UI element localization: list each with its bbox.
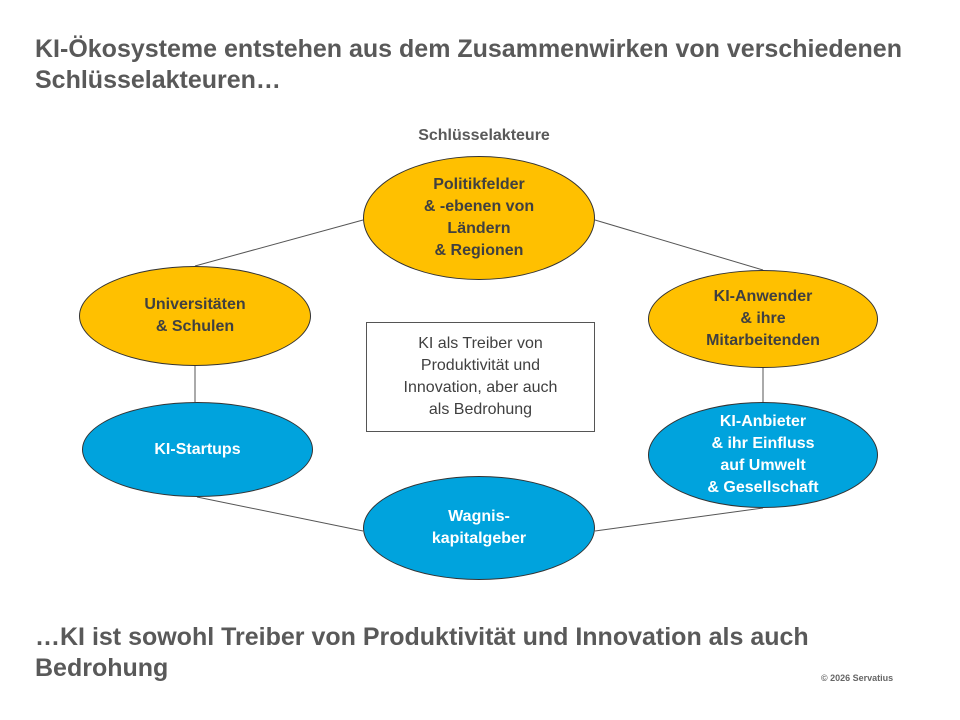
connector-startups-wagnis	[196, 496, 364, 532]
connector-wagnis-anbieter	[594, 507, 764, 532]
actor-startups: KI-Startups	[82, 402, 313, 497]
copyright: © 2026 Servatius	[821, 673, 894, 683]
actor-politik: Politikfelder & -ebenen von Ländern & Re…	[363, 156, 595, 280]
actor-wagnis: Wagnis- kapitalgeber	[363, 476, 595, 580]
actor-universitaeten: Universitäten & Schulen	[79, 266, 311, 366]
diagram-label: Schlüsselakteure	[418, 127, 550, 144]
slide-title: KI-Ökosysteme entstehen aus dem Zusammen…	[35, 35, 902, 94]
actor-anbieter: KI-Anbieter & ihr Einfluss auf Umwelt & …	[648, 402, 878, 508]
center-box: KI als Treiber von Produktivität und Inn…	[366, 322, 595, 432]
connector-politik-universitaeten	[194, 219, 364, 267]
slide-conclusion: …KI ist sowohl Treiber von Produktivität…	[35, 623, 809, 682]
actor-anwender: KI-Anwender & ihre Mitarbeitenden	[648, 270, 878, 368]
connector-politik-anwender	[594, 219, 764, 271]
